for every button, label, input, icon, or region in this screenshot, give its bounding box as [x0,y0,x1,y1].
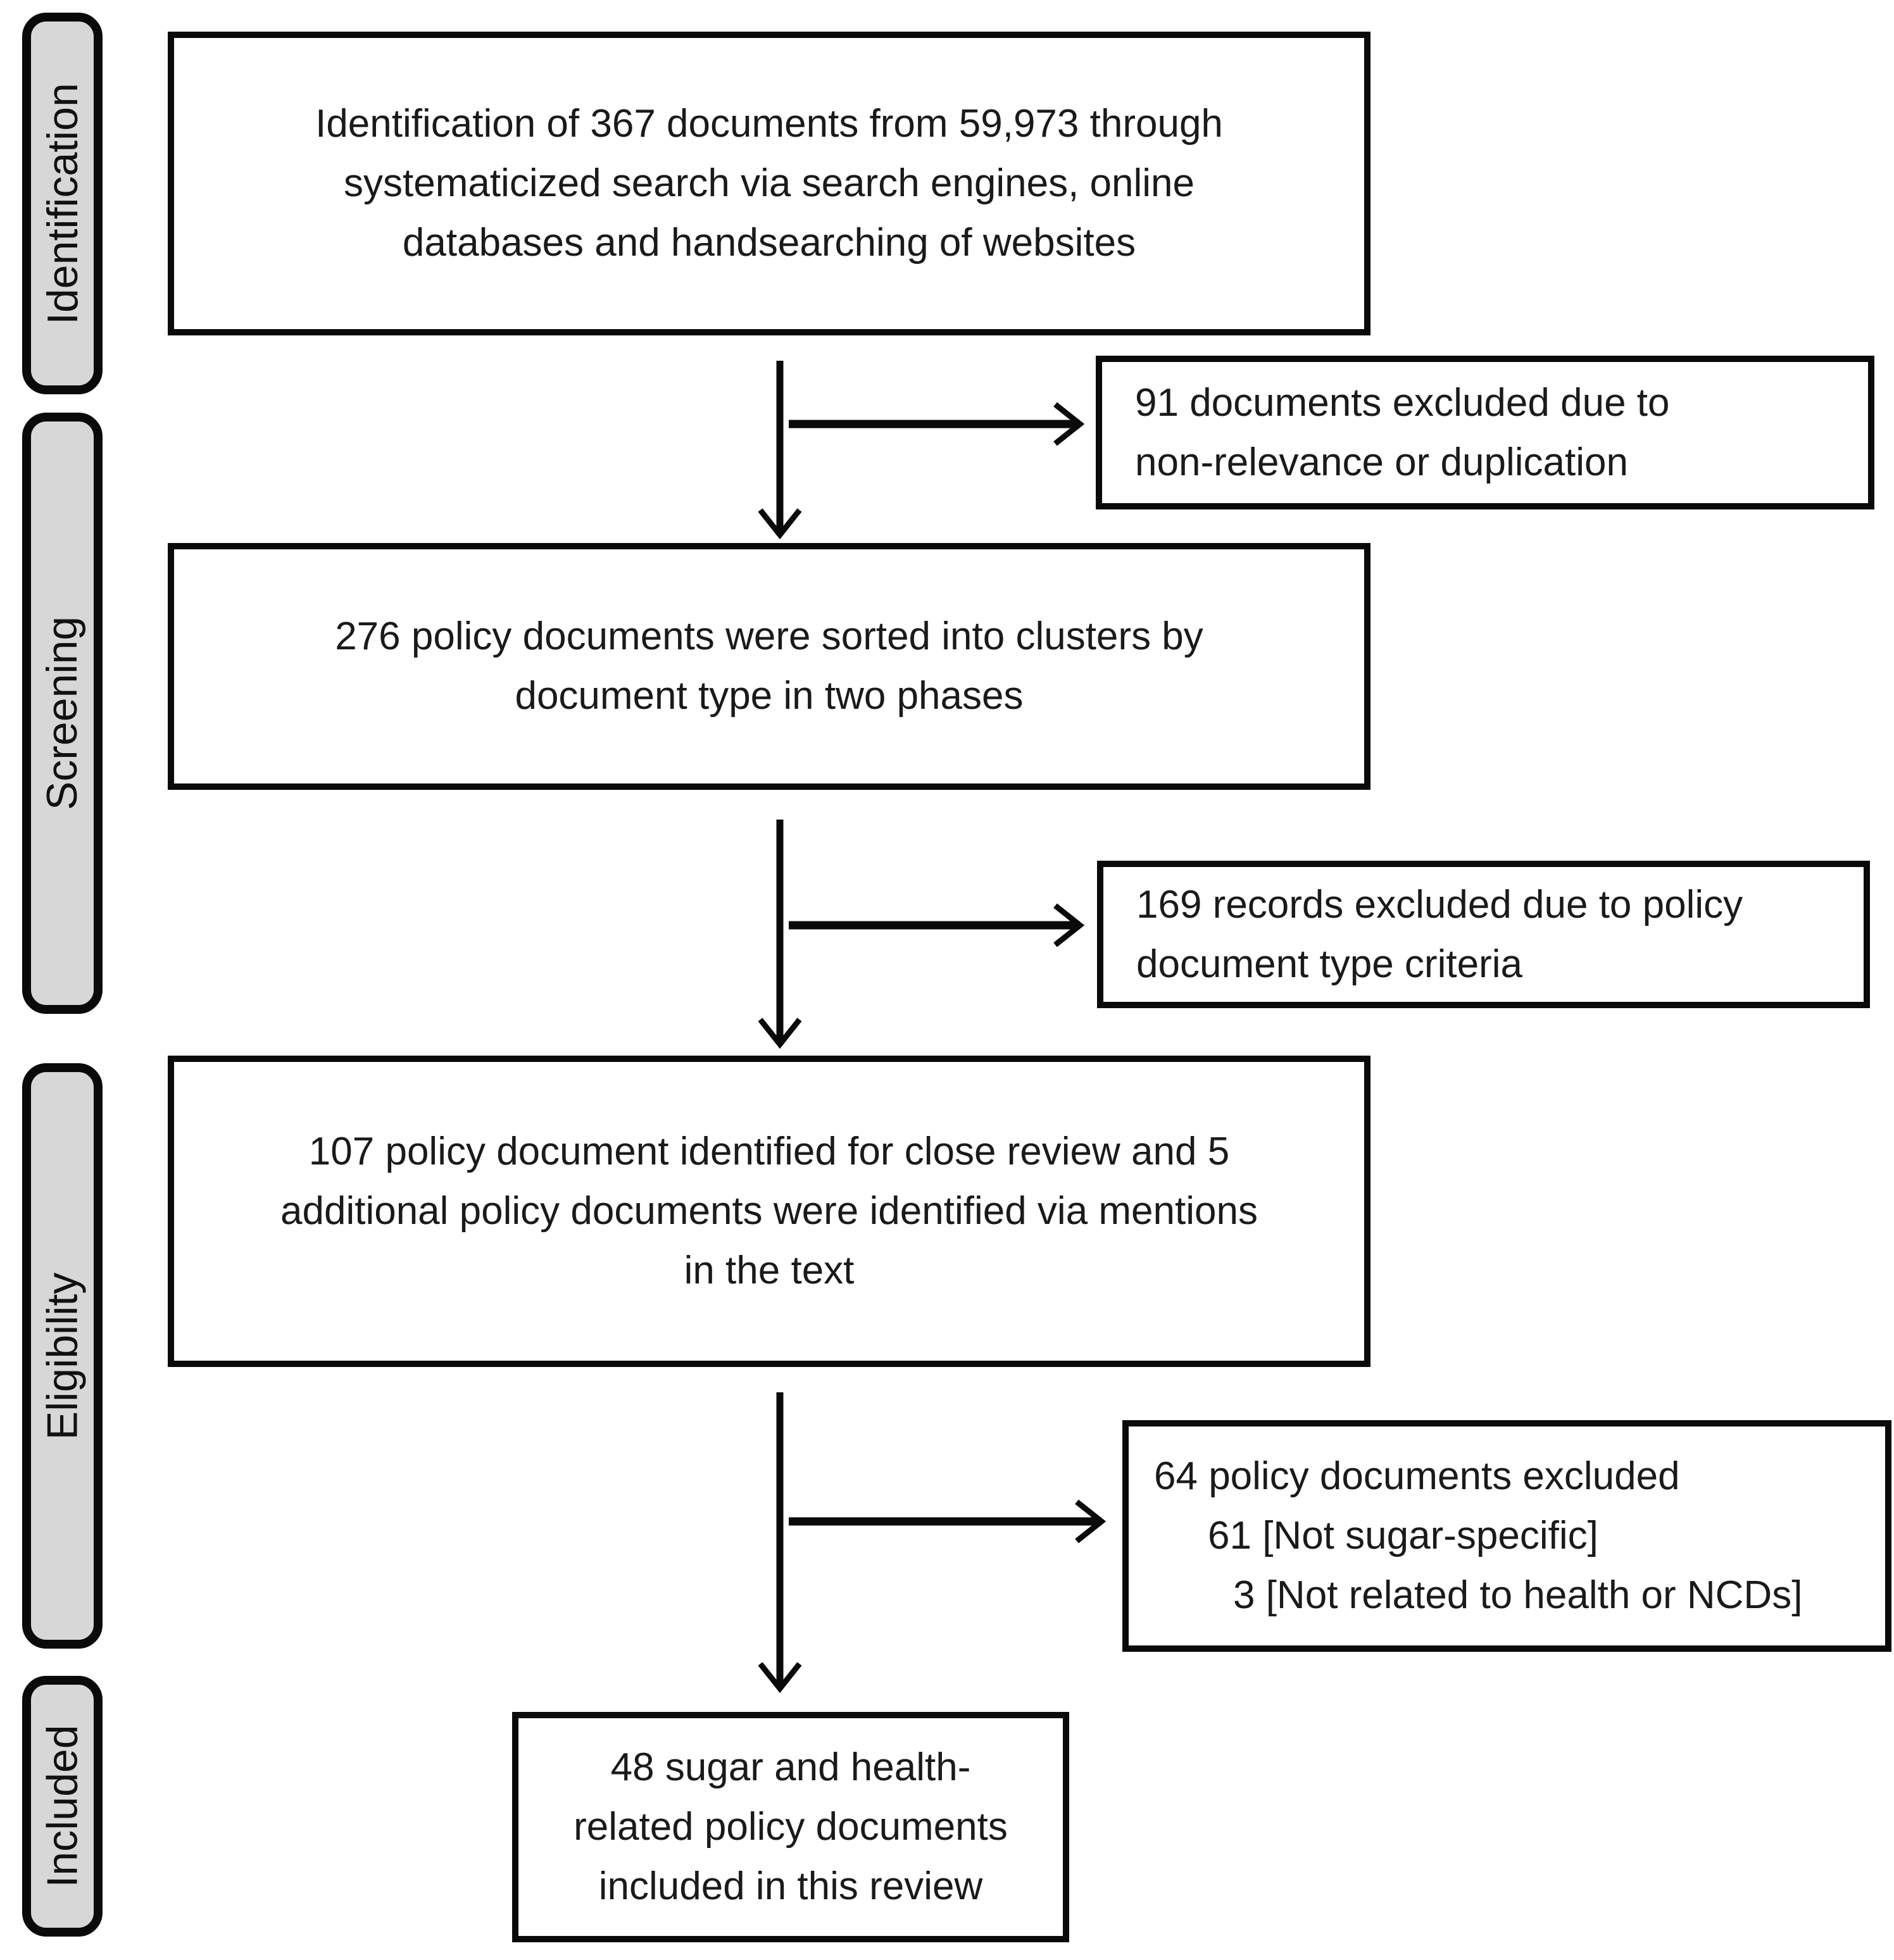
excluded-3-line-3: 3 [Not related to health or NCDs] [1233,1573,1803,1617]
stage-label-text: Identification [38,82,87,325]
excluded-sugar-health-box: 64 policy documents excluded 61 [Not sug… [1122,1420,1891,1652]
branch-arrow-excluded-3 [789,1499,1107,1544]
excluded-1-line-2: non-relevance or duplication [1135,440,1628,484]
branch-arrow-excluded-1 [789,402,1085,446]
stage-label-text: Included [38,1725,87,1888]
eligibility-box: 107 policy document identified for close… [168,1056,1370,1367]
stage-label-text: Screening [38,616,87,811]
arrow-screening-to-eligibility [758,820,802,1049]
eligibility-line-2: additional policy documents were identif… [280,1189,1258,1233]
included-box: 48 sugar and health- related policy docu… [512,1712,1069,1942]
excluded-1-line-1: 91 documents excluded due to [1135,380,1670,425]
screening-line-2: document type in two phases [515,674,1024,718]
included-line-3: included in this review [598,1864,983,1908]
identification-line-2: systematicized search via search engines… [343,161,1195,205]
stage-label-included: Included [22,1676,103,1937]
stage-label-screening: Screening [22,413,103,1014]
identification-line-1: Identification of 367 documents from 59,… [315,102,1223,146]
excluded-3-line-2: 61 [Not sugar-specific] [1208,1514,1598,1557]
excluded-2-line-1: 169 records excluded due to policy [1136,882,1743,927]
arrow-identification-to-screening [758,361,802,540]
excluded-non-relevance-box: 91 documents excluded due to non-relevan… [1096,356,1874,509]
included-line-1: 48 sugar and health- [610,1745,971,1789]
stage-label-eligibility: Eligibility [22,1063,103,1649]
eligibility-line-3: in the text [684,1249,855,1292]
identification-box: Identification of 367 documents from 59,… [168,32,1370,335]
arrow-eligibility-to-included [758,1392,802,1694]
included-line-2: related policy documents [574,1805,1008,1849]
identification-line-3: databases and handsearching of websites [402,221,1136,265]
screening-line-1: 276 policy documents were sorted into cl… [335,615,1203,658]
excluded-3-line-1: 64 policy documents excluded [1154,1454,1680,1498]
eligibility-line-1: 107 policy document identified for close… [308,1130,1230,1173]
stage-label-text: Eligibility [38,1272,87,1440]
stage-label-identification: Identification [22,13,103,394]
excluded-document-type-box: 169 records excluded due to policy docum… [1097,861,1870,1008]
screening-box: 276 policy documents were sorted into cl… [168,543,1370,790]
excluded-2-line-2: document type criteria [1136,942,1522,986]
branch-arrow-excluded-2 [789,903,1085,947]
